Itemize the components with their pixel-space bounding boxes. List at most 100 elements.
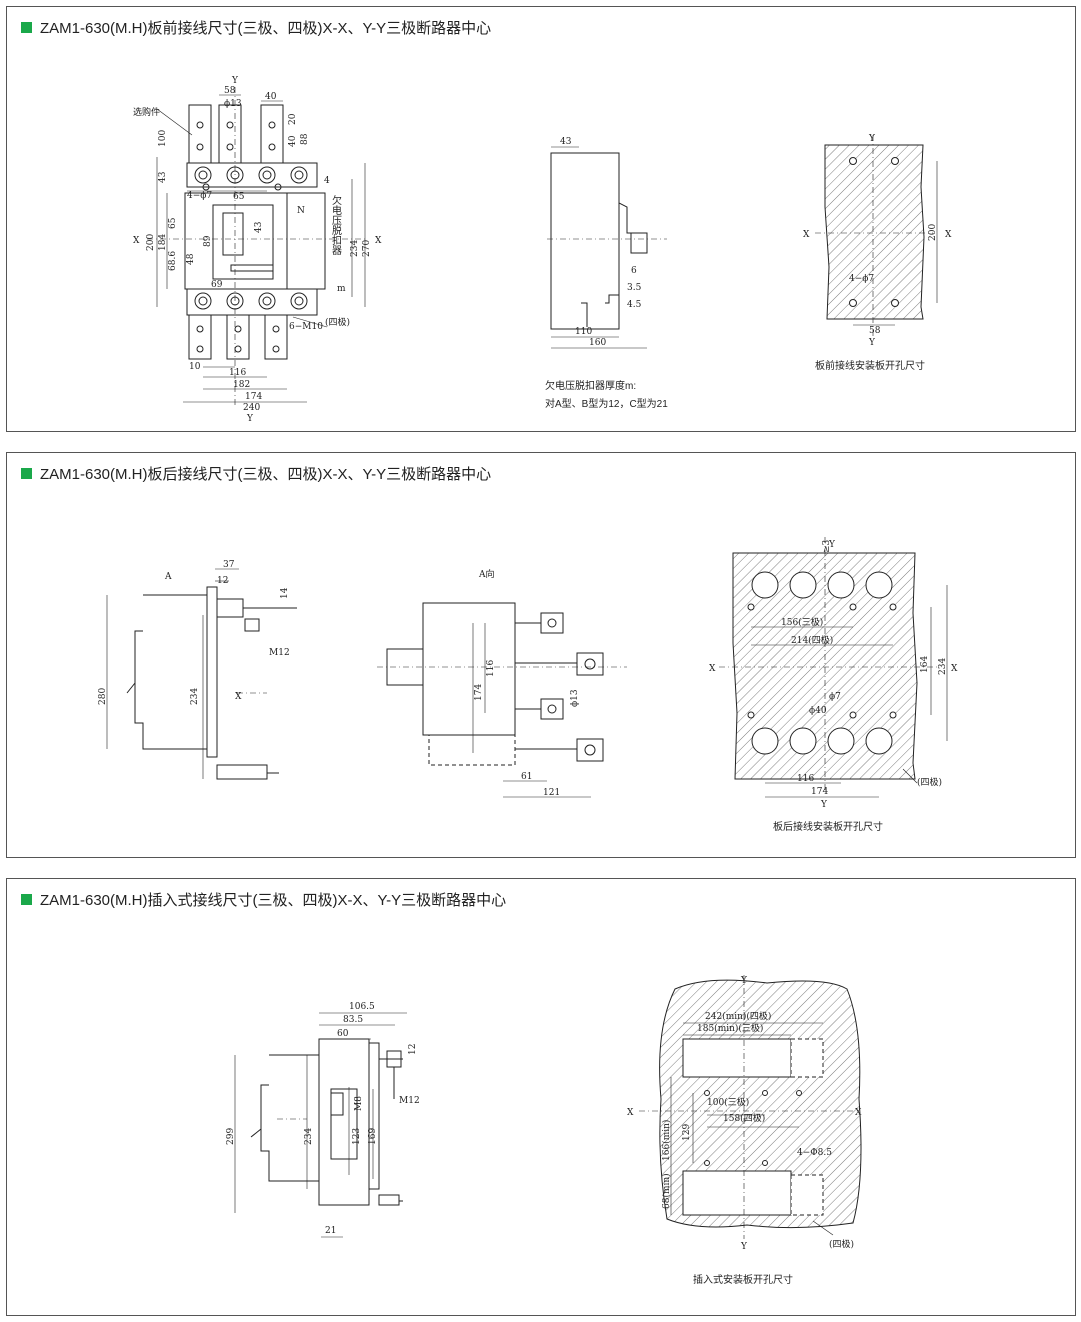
- dim-40b: 40: [288, 135, 298, 147]
- dim-phi13: ϕ13: [224, 99, 242, 109]
- label-y-bottom: Y: [246, 414, 254, 424]
- mounting-panel-labels: Y X X 200 4−ϕ7 58 Y: [803, 134, 952, 348]
- dim-123: 123: [352, 1128, 362, 1145]
- side-view-labels: 43 6 3.5 4.5 110 160: [560, 137, 642, 348]
- dim-4phi8-5: 4−Φ8.5: [797, 1148, 832, 1158]
- label-y-bottom: Y: [740, 1242, 748, 1252]
- dim-3-5: 3.5: [627, 283, 642, 293]
- panel-rear-wiring: ZAM1-630(M.H)板后接线尺寸(三极、四极)X-X、Y-Y三极断路器中心…: [6, 452, 1076, 858]
- plug-in-side-labels: 106.5 83.5 60 12 M8 M12 299 234 123 169 …: [226, 1002, 420, 1236]
- dim-43b: 43: [254, 221, 264, 233]
- title-text: ZAM1-630(M.H)插入式接线尺寸(三极、四极)X-X、Y-Y三极断路器中…: [40, 892, 507, 909]
- label-x-left: X: [803, 230, 810, 240]
- label-m8: M8: [354, 1096, 364, 1111]
- dim-6m10: 6−M10: [289, 322, 323, 332]
- dim-20: 20: [288, 113, 298, 125]
- label-y-top: Y: [828, 540, 836, 550]
- dim-242: 242(min)(四极): [705, 1010, 771, 1022]
- rear-side-view: [106, 568, 297, 780]
- green-square-icon: [21, 894, 32, 905]
- green-square-icon: [21, 22, 32, 33]
- front-view-breaker: [147, 87, 367, 407]
- panel-title: ZAM1-630(M.H)插入式接线尺寸(三极、四极)X-X、Y-Y三极断路器中…: [21, 889, 506, 910]
- label-four-pole: (四极): [325, 316, 350, 328]
- dim-100: 100(三极): [707, 1096, 749, 1108]
- note-line-2: 对A型、B型为12，C型为21: [545, 399, 668, 410]
- label-phi13: ϕ13: [570, 689, 580, 707]
- label-y-bottom: Y: [868, 338, 876, 348]
- dim-10: 10: [189, 362, 201, 372]
- dim-234: 234: [190, 688, 200, 705]
- a-view-labels: A向 116 174 ϕ13 61 121: [474, 568, 580, 798]
- dim-214: 214(四极): [791, 634, 833, 646]
- label-x: X: [235, 692, 242, 702]
- dim-174: 174: [811, 787, 828, 797]
- label-under-voltage: 欠电压脱扣器: [330, 194, 342, 256]
- dim-280: 280: [98, 688, 108, 705]
- label-m12: M12: [269, 648, 290, 658]
- label-phi7: ϕ7: [829, 692, 841, 702]
- dim-240: 240: [243, 403, 260, 413]
- dim-69: 69: [211, 280, 223, 290]
- dim-43: 43: [560, 137, 572, 147]
- dim-12: 12: [217, 576, 228, 586]
- rear-panel-labels: ≥3 Y 156(三极) 214(四极) X X 164 234 ϕ7 ϕ40 …: [709, 539, 958, 810]
- note-line-1: 欠电压脱扣器厚度m:: [545, 381, 637, 392]
- dim-68: 68(min): [661, 1173, 672, 1209]
- dim-43: 43: [158, 171, 168, 183]
- label-x-right: X: [855, 1108, 862, 1118]
- dim-21: 21: [325, 1226, 336, 1236]
- dim-169: 169: [368, 1128, 378, 1145]
- label-n: N: [297, 206, 305, 216]
- plug-in-side-view: [234, 1012, 407, 1238]
- dim-166: 166(min): [661, 1120, 672, 1161]
- rear-side-labels: A 37 12 14 M12 280 234 X: [98, 560, 290, 705]
- dim-182: 182: [233, 380, 250, 390]
- label-x-right: X: [951, 664, 958, 674]
- dim-164: 164: [920, 656, 930, 673]
- green-square-icon: [21, 468, 32, 479]
- label-m: m: [337, 284, 346, 294]
- panel-caption: 插入式安装板开孔尺寸: [693, 1275, 793, 1286]
- label-a: A: [164, 572, 172, 582]
- dim-160: 160: [589, 338, 606, 348]
- label-m12: M12: [399, 1096, 420, 1106]
- dim-116: 116: [229, 368, 246, 378]
- dim-174: 174: [474, 684, 484, 701]
- label-x-left: X: [627, 1108, 634, 1118]
- dim-158: 158(四极): [723, 1112, 765, 1124]
- a-direction-view: [377, 602, 627, 798]
- dim-ge3: ≥3: [822, 539, 832, 553]
- dim-4-5: 4.5: [627, 300, 642, 310]
- label-optional: 选购件: [133, 106, 160, 118]
- dim-60: 60: [337, 1029, 349, 1039]
- dim-65b: 65: [168, 217, 178, 229]
- front-mounting-panel: [815, 135, 938, 337]
- dim-270: 270: [362, 240, 372, 257]
- front-view-labels: Y 58 ϕ13 40 选购件 100 40 20 88 43 4−ϕ7 65 …: [133, 76, 382, 424]
- dim-299: 299: [226, 1128, 236, 1145]
- dim-184: 184: [158, 234, 168, 251]
- dim-65: 65: [233, 192, 245, 202]
- panel-front-wiring: ZAM1-630(M.H)板前接线尺寸(三极、四极)X-X、Y-Y三极断路器中心: [6, 6, 1076, 432]
- plug-in-drawing: 106.5 83.5 60 12 M8 M12 299 234 123 169 …: [226, 975, 862, 1252]
- dim-4: 4: [324, 176, 330, 186]
- dim-4phi7: 4−ϕ7: [187, 191, 212, 201]
- dim-48: 48: [186, 253, 196, 265]
- rear-wiring-drawing: A 37 12 14 M12 280 234 X A: [98, 537, 958, 810]
- plug-in-mounting-panel: [639, 975, 862, 1239]
- dim-234: 234: [938, 658, 948, 675]
- dim-116: 116: [486, 660, 496, 677]
- side-view-breaker: [547, 146, 667, 349]
- dim-61: 61: [521, 772, 532, 782]
- panel-title: ZAM1-630(M.H)板后接线尺寸(三极、四极)X-X、Y-Y三极断路器中心: [21, 463, 491, 484]
- panel-title: ZAM1-630(M.H)板前接线尺寸(三极、四极)X-X、Y-Y三极断路器中心: [21, 17, 491, 38]
- label-y-top: Y: [231, 76, 239, 86]
- label-x-left: X: [133, 236, 140, 246]
- dim-106-5: 106.5: [349, 1002, 375, 1012]
- dim-6: 6: [631, 266, 637, 276]
- dim-58: 58: [869, 326, 881, 336]
- dim-40: 40: [265, 92, 277, 102]
- label-x-right: X: [945, 230, 952, 240]
- dim-234: 234: [350, 240, 360, 257]
